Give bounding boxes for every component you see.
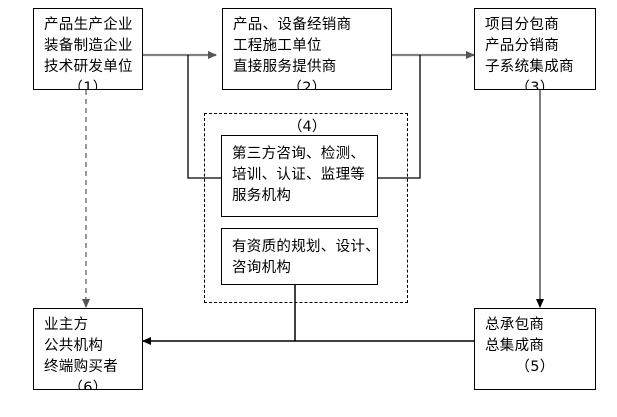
- node-owners-number: （6）: [68, 380, 108, 390]
- node-distributors-number: （2）: [287, 80, 327, 90]
- node-distributors[interactable]: 产品、设备经销商 工程施工单位 直接服务提供商 （2）: [222, 8, 392, 90]
- node-third-party-services-line-2: 培训、认证、监理等: [232, 167, 366, 183]
- node-producers-line-2: 装备制造企业: [44, 38, 133, 54]
- node-subcontractors-line-1: 项目分包商: [485, 17, 559, 33]
- node-distributors-line-3: 直接服务提供商: [233, 59, 337, 75]
- node-distributors-line-1: 产品、设备经销商: [233, 17, 352, 33]
- node-subcontractors-line-2: 产品分销商: [485, 38, 559, 54]
- node-general-contractor-line-2: 总集成商: [485, 338, 545, 354]
- node-planning-design-line-1: 有资质的规划、设计、: [232, 239, 378, 255]
- node-subcontractors-line-3: 子系统集成商: [485, 59, 574, 75]
- node-distributors-line-2: 工程施工单位: [233, 38, 322, 54]
- node-general-contractor-line-1: 总承包商: [485, 317, 545, 333]
- node-producers-line-3: 技术研发单位: [44, 59, 133, 75]
- node-planning-design-line-2: 咨询机构: [232, 260, 292, 276]
- node-third-party-services[interactable]: 第三方咨询、检测、 培训、认证、监理等 服务机构: [221, 135, 378, 217]
- node-producers[interactable]: 产品生产企业 装备制造企业 技术研发单位 （1）: [33, 8, 143, 90]
- node-third-party-services-line-3: 服务机构: [232, 188, 292, 204]
- service-group-container: [204, 113, 408, 303]
- node-subcontractors-number: （3）: [515, 80, 555, 90]
- node-subcontractors[interactable]: 项目分包商 产品分销商 子系统集成商 （3）: [474, 8, 596, 90]
- node-general-contractor-number: （5）: [515, 359, 555, 375]
- node-owners-line-1: 业主方: [44, 317, 89, 333]
- node-owners[interactable]: 业主方 公共机构 终端购买者 （6）: [33, 308, 143, 390]
- connector-distributors-branch-to-services: [187, 55, 221, 179]
- node-planning-design[interactable]: 有资质的规划、设计、 咨询机构: [221, 228, 378, 285]
- service-group-label: （4）: [288, 119, 327, 135]
- node-producers-line-1: 产品生产企业: [44, 17, 133, 33]
- node-producers-number: （1）: [68, 80, 108, 90]
- connector-subcontractors-branch-to-services: [378, 55, 421, 179]
- node-owners-line-2: 公共机构: [44, 338, 104, 354]
- node-general-contractor[interactable]: 总承包商 总集成商 （5）: [474, 308, 596, 390]
- node-third-party-services-line-1: 第三方咨询、检测、: [232, 146, 366, 162]
- node-owners-line-3: 终端购买者: [44, 359, 118, 375]
